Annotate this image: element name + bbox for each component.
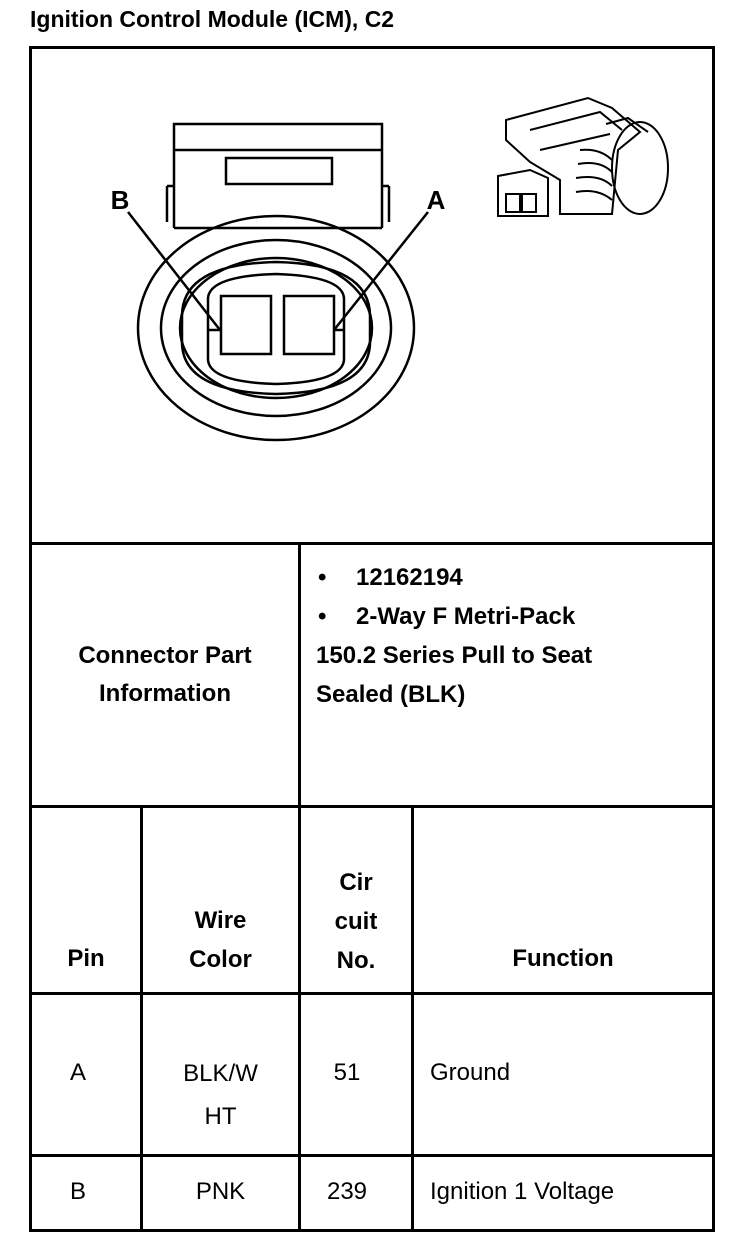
divider-part-info xyxy=(29,805,715,808)
row-b-wire-color: PNK xyxy=(195,1178,246,1205)
col-divider-main xyxy=(298,542,301,1232)
connector-sealing: Sealed (BLK) xyxy=(316,681,466,708)
connector-series: 150.2 Series Pull to Seat xyxy=(316,642,593,669)
header-wire-color-line1: Wire xyxy=(194,907,247,934)
row-b-pin: B xyxy=(69,1178,86,1205)
divider-row-a xyxy=(29,1154,715,1157)
header-wire-color-line2: Color xyxy=(189,946,252,973)
header-circuit-line1: Cir xyxy=(339,868,373,896)
part-info-label-line1: Connector Part xyxy=(78,642,252,669)
row-a-wire-color-line2: HT xyxy=(204,1103,237,1130)
col-divider-circuit xyxy=(411,805,414,1232)
row-a-circuit: 51 xyxy=(333,1059,361,1086)
header-circuit-line2: cuit xyxy=(334,907,378,935)
header-wire-color: Wire Color xyxy=(143,900,298,980)
divider-diagram xyxy=(29,542,715,545)
connector-face-diagram xyxy=(127,96,669,442)
bullet-2-marker: • xyxy=(318,603,327,630)
row-b-function: Ignition 1 Voltage xyxy=(430,1178,615,1205)
row-a-wire-color: BLK/W HT xyxy=(143,1052,298,1138)
bullet-1-marker: • xyxy=(318,564,327,591)
connector-table-frame xyxy=(29,46,715,1232)
header-circuit-no: Cir cuit No. xyxy=(301,862,411,980)
part-number: 12162194 xyxy=(356,564,463,591)
header-function: Function xyxy=(512,945,614,972)
header-circuit-line3: No. xyxy=(336,946,376,974)
row-b-circuit: 239 xyxy=(326,1178,368,1205)
connector-type: 2-Way F Metri-Pack xyxy=(356,603,576,630)
pin-label-a: A xyxy=(426,184,446,215)
col-divider-pin xyxy=(140,805,143,1232)
row-a-pin: A xyxy=(69,1059,86,1086)
part-info-label: Connector Part Information xyxy=(32,545,298,805)
part-info-label-line2: Information xyxy=(99,680,231,707)
divider-header-row xyxy=(29,992,715,995)
divider-bottom xyxy=(29,1229,715,1232)
pin-label-b: B xyxy=(110,184,130,215)
row-a-function: Ground xyxy=(430,1059,511,1086)
row-a-wire-color-line1: BLK/W xyxy=(183,1060,258,1087)
header-pin: Pin xyxy=(67,945,105,972)
page-title: Ignition Control Module (ICM), C2 xyxy=(30,6,395,32)
